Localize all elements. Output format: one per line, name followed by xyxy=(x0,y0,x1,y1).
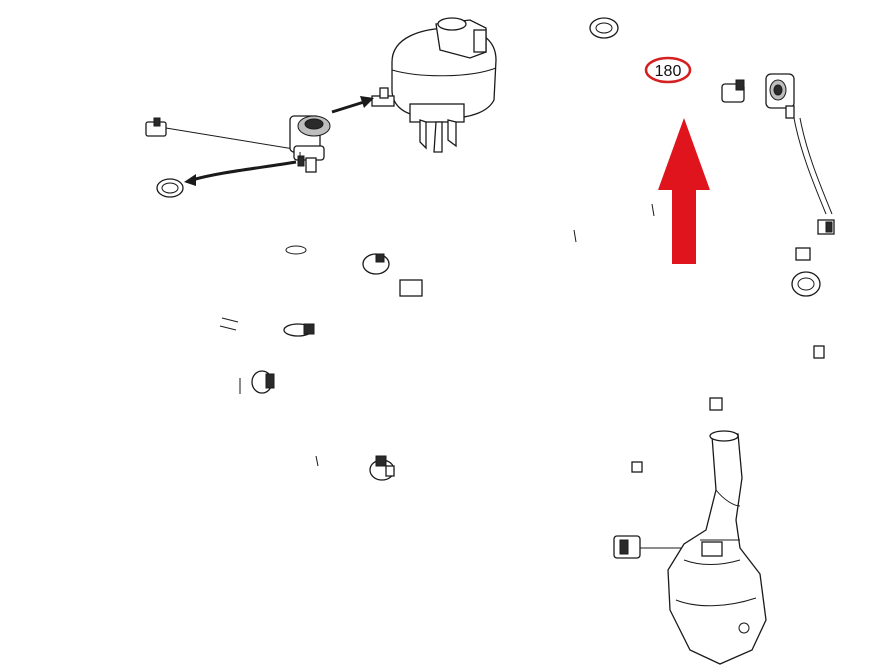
pointer-arrow-to-tank xyxy=(331,96,374,114)
center-long-pipe xyxy=(387,198,801,297)
reservoir-tank xyxy=(667,430,767,665)
hose-clamp-center xyxy=(362,253,390,275)
hose-180 xyxy=(608,36,733,182)
hose-clamp-right-center xyxy=(791,247,821,297)
left-loop-hose xyxy=(7,121,365,473)
middle-left-hose xyxy=(167,191,249,391)
connector-180 xyxy=(721,79,745,103)
valve-hose xyxy=(757,31,813,77)
highlight-arrow xyxy=(658,118,710,264)
highlight-arrow-shape xyxy=(658,118,710,264)
hose-clamp-top xyxy=(589,17,619,39)
expansion-tank xyxy=(371,17,497,153)
hose-clamp-left-lower xyxy=(239,370,275,394)
hose-clamp-right xyxy=(817,219,835,235)
hose-clamp-left-upper xyxy=(156,178,184,198)
control-valve xyxy=(765,73,795,119)
valve-line xyxy=(793,117,833,215)
callout-ring xyxy=(644,56,692,84)
pump-outlet-hose xyxy=(302,178,358,266)
washer-clip xyxy=(613,535,700,559)
washer-line xyxy=(568,244,837,542)
hose-clamp-bottom xyxy=(369,455,395,481)
hose-clamp-top-left xyxy=(145,117,301,151)
auxiliary-coolant-pump xyxy=(289,115,331,173)
callout-label: 180 xyxy=(655,63,682,80)
pointer-arrow-to-hose xyxy=(184,160,297,186)
elbow-hose xyxy=(285,242,359,321)
part-callout-180: 180 xyxy=(644,56,692,84)
hose-clamp-elbow xyxy=(283,323,315,337)
